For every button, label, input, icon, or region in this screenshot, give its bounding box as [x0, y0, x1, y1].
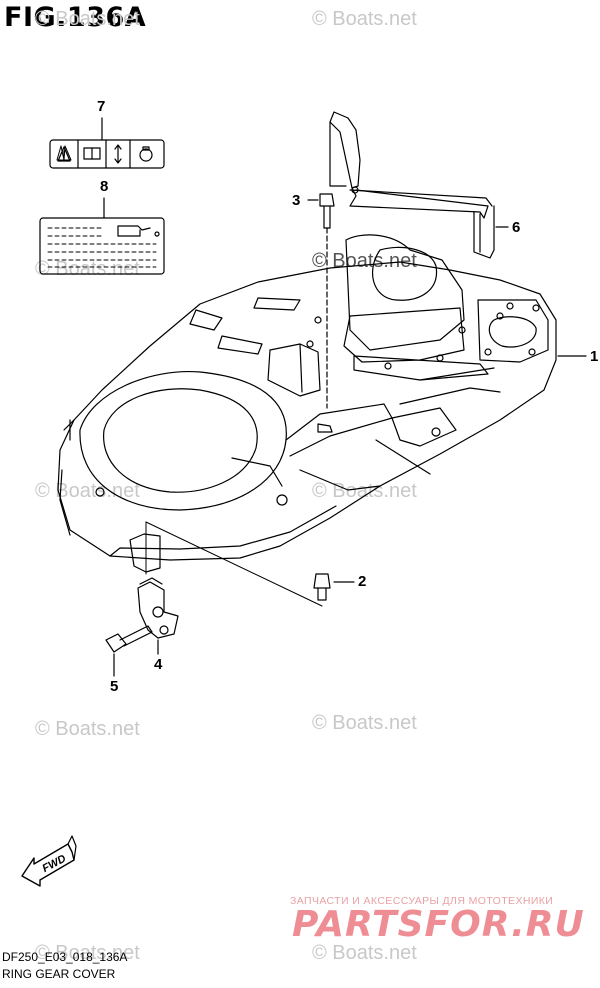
watermark: © Boats.net: [312, 8, 417, 30]
watermark: © Boats.net: [312, 942, 417, 964]
callout-6: 6: [512, 219, 521, 236]
callout-5: 5: [110, 678, 119, 695]
info-label-8: [39, 197, 165, 275]
leader-line: [145, 521, 323, 607]
bracket-6: [329, 111, 509, 259]
partsfor-logo: PARTSFOR.RU: [292, 904, 585, 945]
watermark: © Boats.net: [35, 718, 140, 740]
clamp-4: [137, 577, 179, 655]
callout-8: 8: [100, 178, 109, 195]
partsfor-subtitle: ЗАПЧАСТИ И АКСЕССУАРЫ ДЛЯ МОТОТЕХНИКИ: [290, 895, 554, 907]
diagram-code: DF250_E03_018_136A: [2, 950, 128, 964]
watermark: © Boats.net: [35, 8, 140, 30]
fwd-arrow: [21, 835, 77, 887]
watermark: © Boats.net: [312, 250, 417, 272]
bolt-3: [307, 193, 335, 409]
bolt-2: [313, 573, 355, 601]
callout-7: 7: [97, 98, 106, 115]
diagram-caption: RING GEAR COVER: [2, 967, 116, 981]
ring-gear-cover-1: [57, 234, 587, 573]
watermark: © Boats.net: [35, 942, 140, 964]
watermark: © Boats.net: [312, 712, 417, 734]
callout-2: 2: [358, 573, 367, 590]
caution-label-7: [49, 117, 165, 169]
bolt-5: [105, 625, 153, 677]
callout-3: 3: [292, 192, 301, 209]
callout-4: 4: [154, 656, 163, 673]
figure-title: FIG.136A: [4, 2, 147, 33]
callout-1: 1: [590, 348, 599, 365]
